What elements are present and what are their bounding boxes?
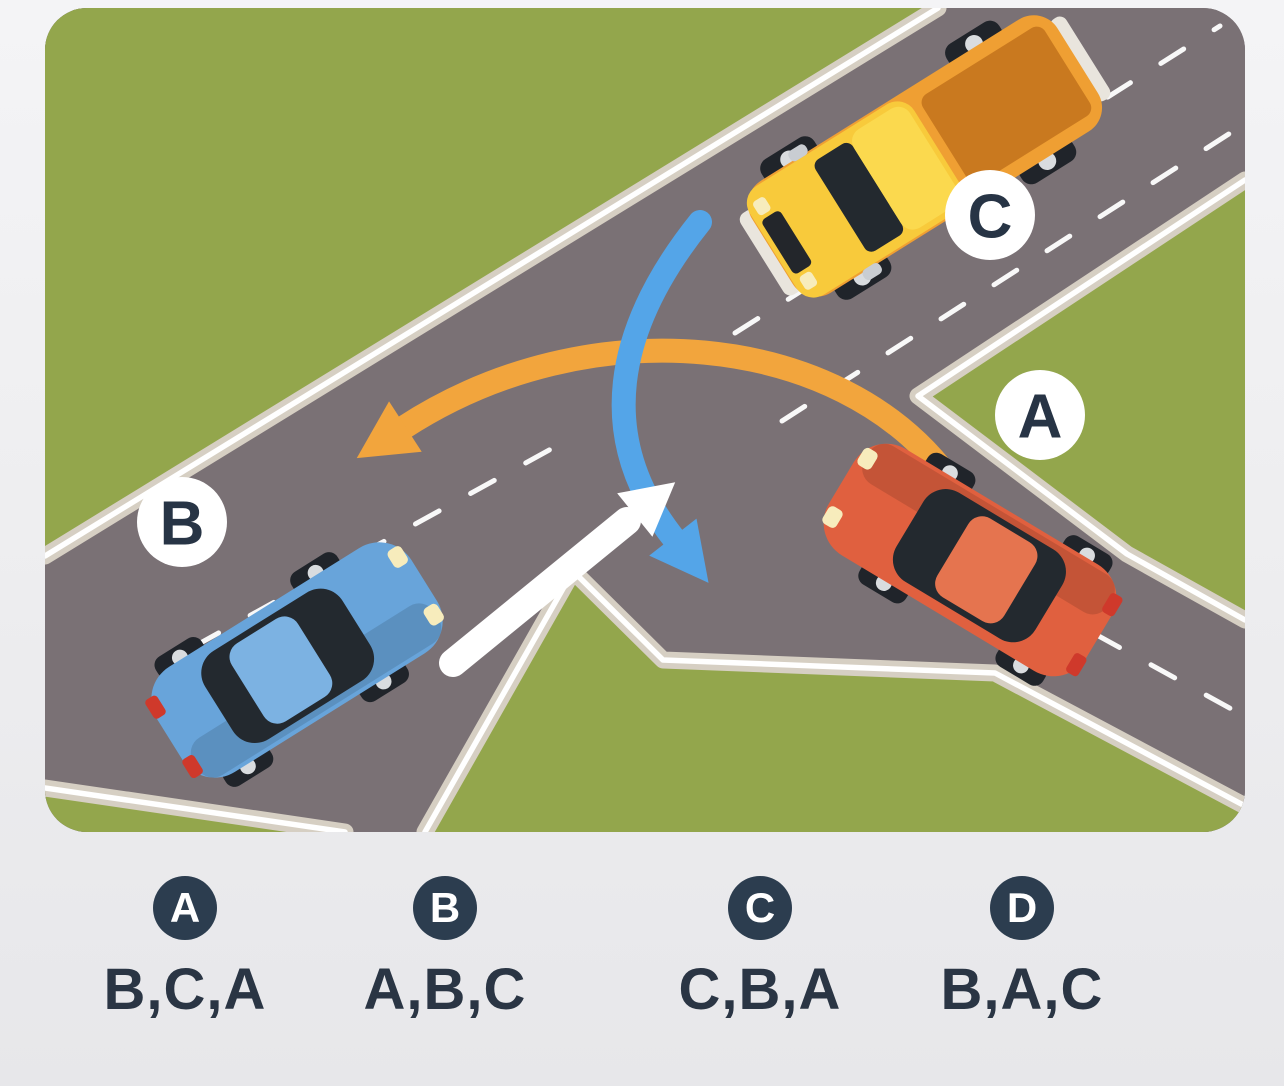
- option-b-answer: A,B,C: [363, 957, 527, 1022]
- vehicle-c-truck: [739, 15, 1111, 300]
- option-a-badge: A: [153, 876, 217, 940]
- vehicle-a-label: A: [995, 370, 1085, 460]
- option-c-badge: C: [728, 876, 792, 940]
- path-arrow-orange: [356, 338, 959, 488]
- svg-text:C: C: [968, 182, 1013, 251]
- intersection-scene: B C A: [45, 8, 1245, 832]
- option-c-answer: C,B,A: [678, 957, 842, 1022]
- option-d-answer: B,A,C: [940, 957, 1104, 1022]
- road-edge-lines: [45, 8, 1245, 832]
- option-d-badge: D: [990, 876, 1054, 940]
- path-arrow-white: [439, 482, 676, 677]
- vehicle-c-label: C: [945, 170, 1035, 260]
- option-d[interactable]: D B,A,C: [922, 876, 1122, 1023]
- option-a-answer: B,C,A: [103, 957, 267, 1022]
- option-c[interactable]: C C,B,A: [660, 876, 860, 1023]
- intersection-illustration: B C A: [45, 8, 1245, 832]
- option-b[interactable]: B A,B,C: [345, 876, 545, 1023]
- vehicle-a-car: [822, 443, 1123, 686]
- vehicle-b-car: [145, 542, 444, 787]
- option-a[interactable]: A B,C,A: [85, 876, 285, 1023]
- svg-text:A: A: [1018, 382, 1063, 451]
- vehicle-b-label: B: [137, 477, 227, 567]
- svg-text:B: B: [160, 489, 205, 558]
- option-b-badge: B: [413, 876, 477, 940]
